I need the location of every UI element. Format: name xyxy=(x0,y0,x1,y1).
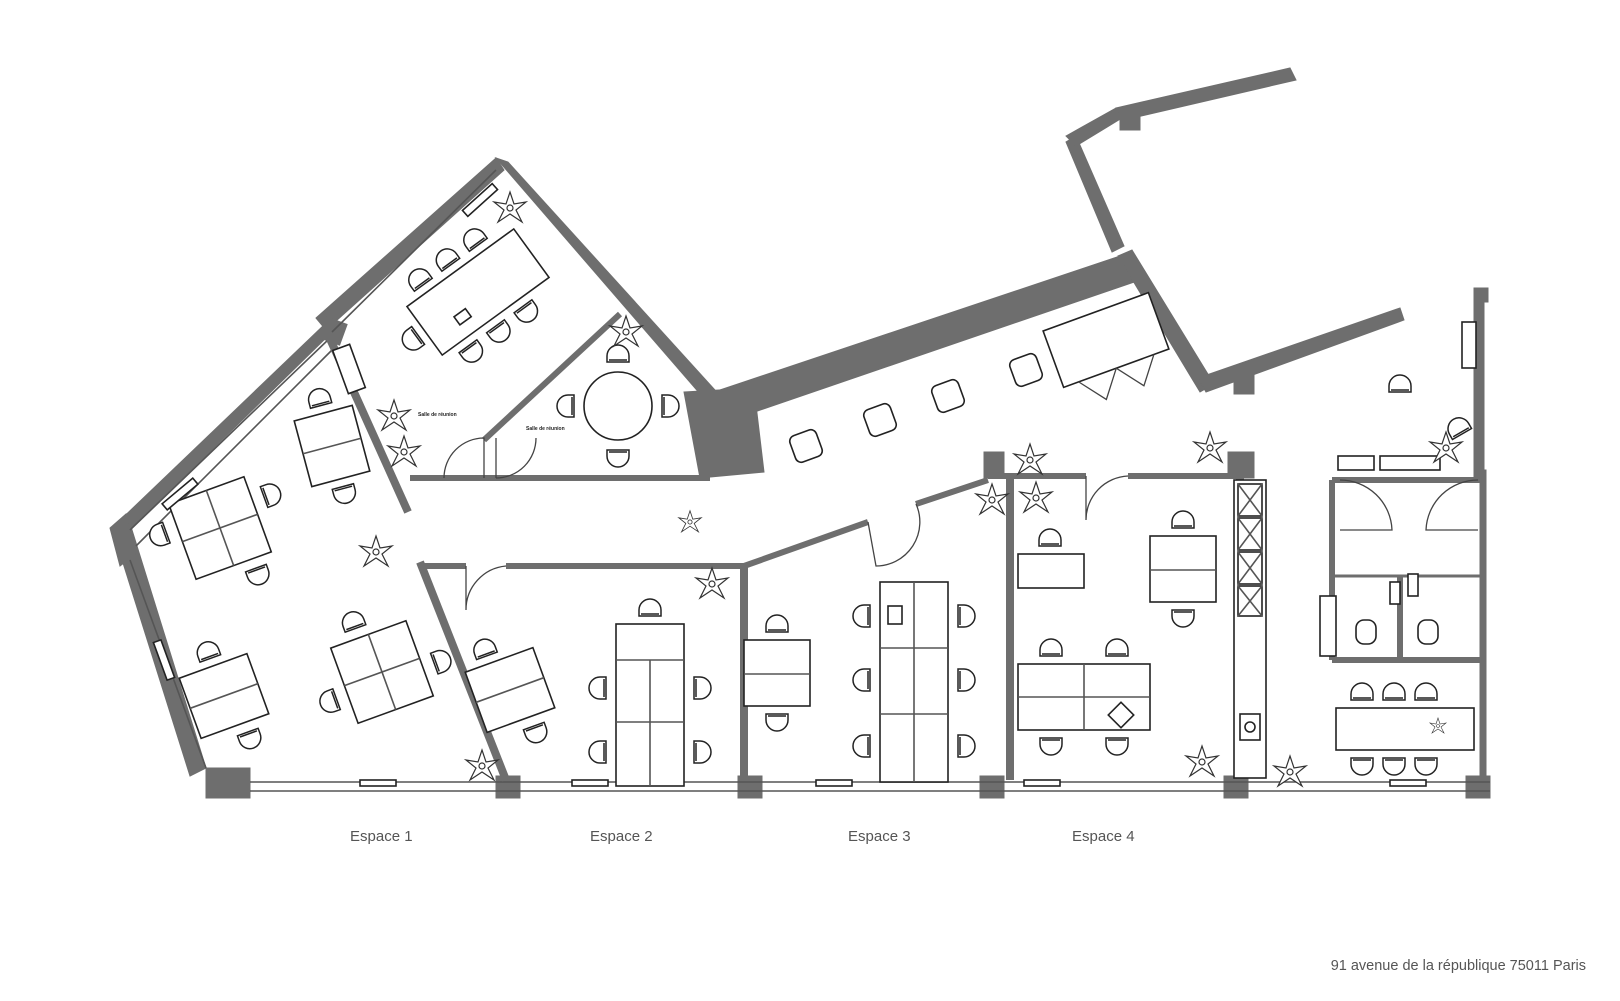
doors xyxy=(443,437,1479,611)
espace-3-desks xyxy=(743,581,976,783)
svg-text:Salle de réunion: Salle de réunion xyxy=(418,412,457,418)
espace-2-label: Espace 2 xyxy=(590,828,653,845)
espace-1-desks xyxy=(145,385,455,753)
address-caption: 91 avenue de la république 75011 Paris xyxy=(1330,958,1586,974)
wc-area xyxy=(1319,573,1439,657)
kitchen-area xyxy=(1335,682,1475,776)
round-meeting-table xyxy=(556,344,680,468)
radiators xyxy=(152,182,1427,787)
espace-3-label: Espace 3 xyxy=(848,828,911,845)
svg-text:Salle de réunion: Salle de réunion xyxy=(526,426,565,432)
kitchen-counter xyxy=(1233,479,1267,779)
espace-1-label: Espace 1 xyxy=(350,828,413,845)
corridor-seating xyxy=(788,291,1170,464)
espace-4-label: Espace 4 xyxy=(1072,828,1135,845)
exterior-walls xyxy=(109,67,1491,799)
reception-area xyxy=(1337,321,1477,471)
espace-2-desks xyxy=(464,598,712,787)
espace-4-desks xyxy=(1017,510,1217,756)
meeting-room-table xyxy=(397,223,551,368)
